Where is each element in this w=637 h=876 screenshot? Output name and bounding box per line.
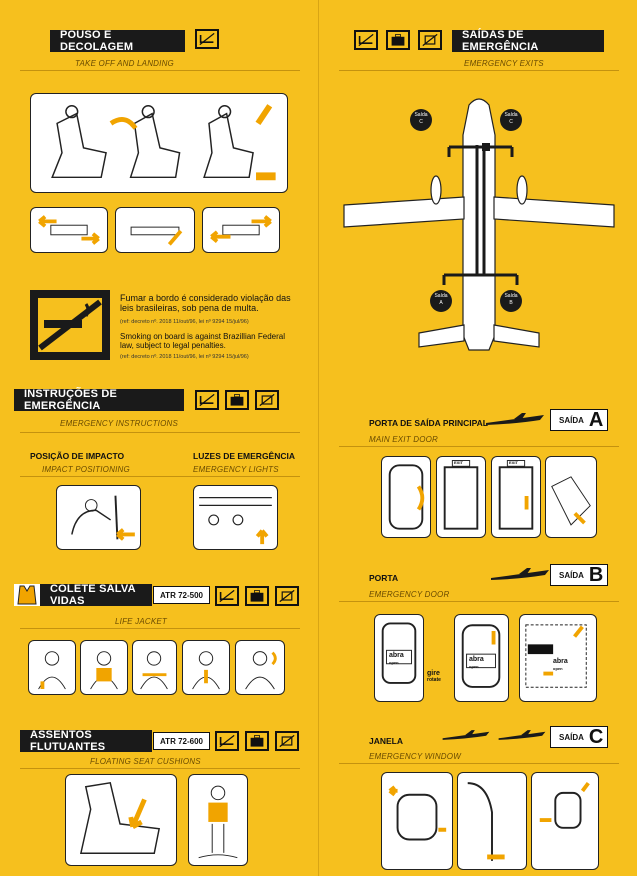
turn-en-label: rotate: [427, 677, 441, 683]
buckle-release-illustration: [202, 207, 280, 253]
window-step-3: [531, 772, 599, 870]
right-panel: SAÍDAS DE EMERGÊNCIA EMERGENCY EXITS: [318, 0, 637, 876]
window-title: JANELA: [369, 736, 404, 746]
life-jacket-header: COLETE SALVA VIDAS: [40, 583, 152, 607]
life-jacket-step-3: [132, 640, 177, 695]
no-electronics-icon: [418, 30, 442, 50]
life-jacket-step-4: [182, 640, 230, 695]
cushion-float-illustration: [188, 774, 248, 866]
left-panel: POUSO E DECOLAGEM TAKE OFF AND LANDING F…: [0, 0, 318, 876]
door-title: PORTA: [369, 573, 399, 583]
no-smoking-text-en: Smoking on board is against Brazillian F…: [120, 332, 285, 350]
life-vest-icon: [14, 584, 40, 606]
takeoff-header: POUSO E DECOLAGEM: [50, 29, 185, 53]
no-smoking-ref-pt: (ref: decreto nº. 2018 11/out/96, lei nº…: [120, 319, 249, 325]
open-en-label: open: [553, 666, 563, 671]
exit-sign: EXIT: [509, 460, 518, 465]
life-jacket-step-5: [235, 640, 285, 695]
divider: [20, 432, 300, 433]
no-electronics-icon: [255, 390, 279, 410]
emergency-exits-header: SAÍDAS DE EMERGÊNCIA: [452, 29, 604, 53]
seat-cushions-subtitle: FLOATING SEAT CUSHIONS: [90, 757, 201, 766]
impact-position-title: POSIÇÃO DE IMPACTO: [30, 451, 125, 461]
main-door-step-1: [381, 456, 431, 538]
impact-position-subtitle: IMPACT POSITIONING: [42, 465, 130, 474]
emergency-lights-subtitle: EMERGENCY LIGHTS: [193, 465, 279, 474]
divider: [20, 70, 300, 71]
no-smoking-text-pt: Fumar a bordo é considerado violação das…: [120, 293, 291, 313]
emergency-instructions-header: INSTRUÇÕES DE EMERGÊNCIA: [14, 388, 184, 412]
main-door-step-4: [545, 456, 597, 538]
aircraft-icon: [441, 728, 491, 742]
divider: [339, 70, 619, 71]
no-smoking-ref-en: (ref: decreto nº. 2018 11/out/96, lei nº…: [120, 354, 249, 360]
turn-pt-label: gire: [427, 670, 440, 677]
divider: [339, 601, 619, 602]
divider: [339, 763, 619, 764]
divider: [20, 628, 300, 629]
window-step-1: [381, 772, 453, 870]
divider: [20, 476, 300, 477]
life-jacket-step-2: [80, 640, 128, 695]
life-jacket-step-1: [28, 640, 76, 695]
buckle-tighten-illustration: [115, 207, 195, 253]
window-subtitle: EMERGENCY WINDOW: [369, 752, 461, 761]
main-exit-title: PORTA DE SAÍDA PRINCIPAL: [369, 418, 489, 428]
no-electronics-icon: [275, 586, 299, 606]
exit-sign: EXIT: [454, 460, 463, 465]
seatbelt-icon: [195, 29, 219, 49]
buckle-fasten-illustration: [30, 207, 108, 253]
impact-position-illustration: [56, 485, 141, 550]
seatbelt-icon: [195, 390, 219, 410]
emergency-instructions-subtitle: EMERGENCY INSTRUCTIONS: [60, 419, 179, 428]
emergency-lights-illustration: [193, 485, 278, 550]
seat-cushions-header: ASSENTOS FLUTUANTES: [20, 729, 152, 753]
aircraft-icon: [497, 728, 547, 742]
seatbelt-icon: [354, 30, 378, 50]
baggage-icon: [386, 30, 410, 50]
takeoff-subtitle: TAKE OFF AND LANDING: [75, 59, 174, 68]
main-door-step-3: EXIT: [491, 456, 541, 538]
seatbelt-icon: [215, 586, 239, 606]
main-exit-subtitle: MAIN EXIT DOOR: [369, 435, 439, 444]
baggage-icon: [225, 390, 249, 410]
emergency-exits-subtitle: EMERGENCY EXITS: [464, 59, 544, 68]
no-smoking-icon: [30, 290, 110, 360]
open-pt-label: abra: [469, 656, 484, 663]
open-pt-label: abra: [389, 652, 404, 659]
open-en-label: open: [389, 660, 399, 665]
open-en-label: open: [469, 664, 479, 669]
divider: [339, 446, 619, 447]
open-pt-label: abra: [553, 658, 568, 665]
seat-upright-illustration: [30, 93, 288, 193]
atr-model-label: ATR 72-500: [153, 586, 210, 604]
emergency-lights-title: LUZES DE EMERGÊNCIA: [193, 451, 296, 461]
atr-model-label: ATR 72-600: [153, 732, 210, 750]
seat-cushion-illustration: [65, 774, 177, 866]
baggage-icon: [245, 731, 269, 751]
window-step-2: [457, 772, 527, 870]
baggage-icon: [245, 586, 269, 606]
divider: [20, 768, 300, 769]
aircraft-icon: [484, 411, 546, 427]
door-subtitle: EMERGENCY DOOR: [369, 590, 450, 599]
no-electronics-icon: [275, 731, 299, 751]
seatbelt-icon: [215, 731, 239, 751]
life-jacket-subtitle: LIFE JACKET: [115, 617, 167, 626]
main-door-step-2: EXIT: [436, 456, 486, 538]
aircraft-icon: [489, 566, 551, 582]
